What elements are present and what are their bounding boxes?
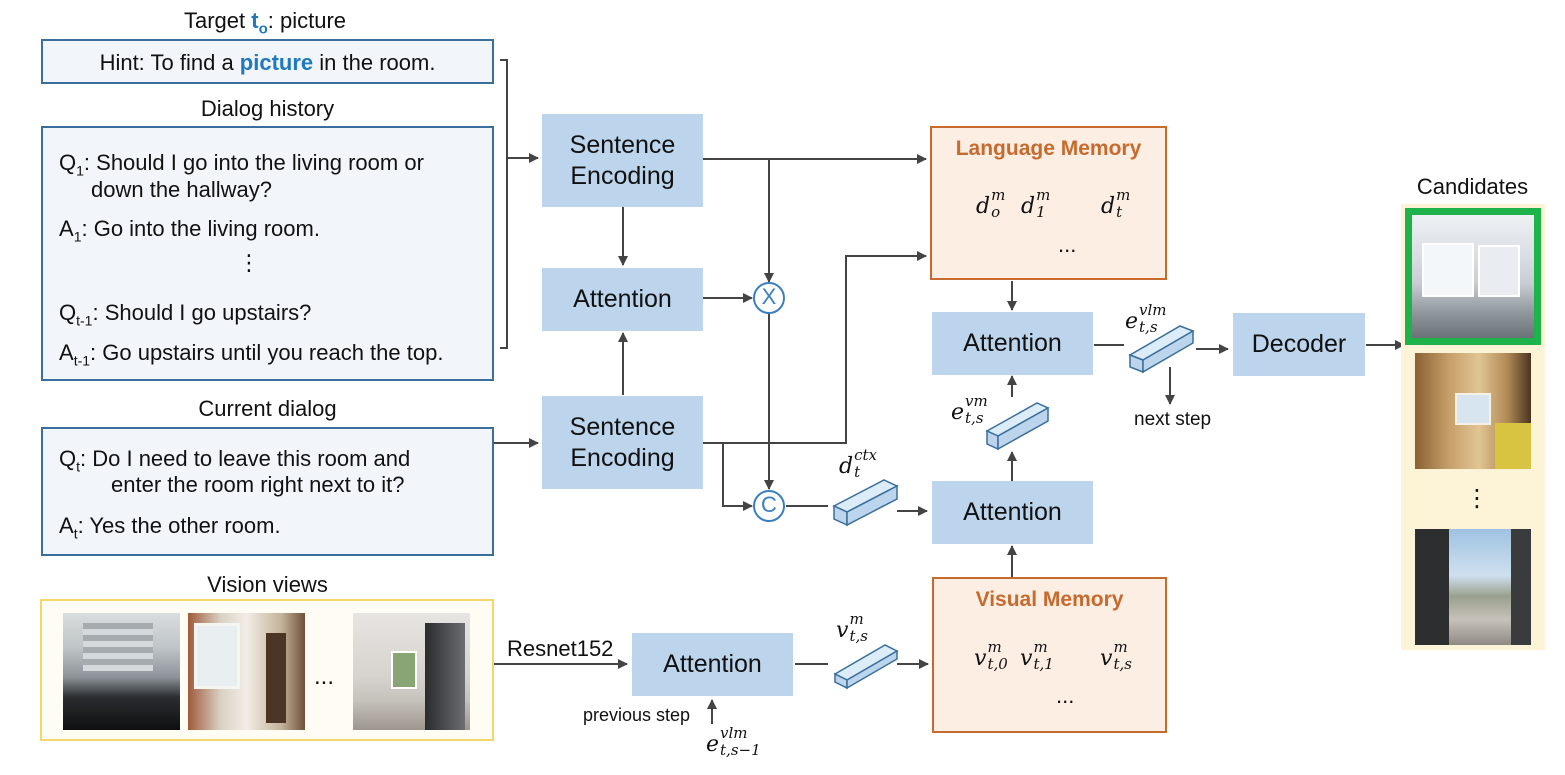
dialog-history-title: Dialog history	[200, 96, 335, 121]
sentence-encoding-history: Sentence Encoding	[542, 114, 703, 207]
multiply-symbol: X	[761, 284, 777, 309]
current-qt: Qt: Do I need to leave this room and	[59, 446, 411, 475]
multiply-operator	[753, 282, 785, 314]
attention-context: Attention	[932, 481, 1093, 544]
history-a1: A1: Go into the living room.	[59, 216, 320, 245]
vision-views-panel: ...	[40, 599, 494, 741]
history-qt1: Qt-1: Should I go upstairs?	[59, 300, 312, 329]
vision-photo-1	[63, 613, 180, 730]
history-ellipsis: ⋮	[238, 250, 260, 275]
vts-vector-bar	[833, 644, 899, 690]
concat-symbol: C	[761, 492, 777, 517]
attention-dialog: Attention	[542, 268, 703, 331]
current-dialog-panel: Qt: Do I need to leave this room and ent…	[41, 427, 494, 556]
target-label: Target to: picture	[183, 8, 347, 38]
vision-photo-3	[353, 613, 470, 730]
candidates-ellipsis: ⋮	[1465, 485, 1489, 512]
evm-vector-bar	[985, 402, 1050, 451]
concat-operator	[753, 490, 785, 522]
ctx-vector-bar	[832, 479, 899, 527]
language-memory-title: Language Memory	[955, 137, 1142, 160]
candidates-title: Candidates	[1416, 174, 1529, 199]
evlm-vector-bar	[1128, 325, 1195, 374]
previous-step-label: previous step	[583, 705, 691, 725]
candidates-panel: ⋮	[1401, 204, 1545, 650]
dialog-history-panel: Q1: Should I go into the living room or …	[41, 126, 494, 381]
history-q1: Q1: Should I go into the living room or	[59, 150, 424, 179]
current-qt-cont: enter the room right next to it?	[111, 472, 405, 497]
language-memory-box: Language Memory ...	[930, 126, 1167, 280]
vision-ellipsis: ...	[314, 663, 335, 690]
history-at1: At-1: Go upstairs until you reach the to…	[59, 340, 444, 369]
current-at: At: Yes the other room.	[59, 513, 281, 542]
visual-memory-title: Visual Memory	[975, 588, 1124, 611]
candidate-selected[interactable]	[1405, 208, 1541, 345]
sentence-encoding-current: Sentence Encoding	[542, 396, 703, 489]
attention-language-memory: Attention	[932, 312, 1093, 375]
next-step-label: next step	[1134, 409, 1212, 430]
decoder-box: Decoder	[1233, 313, 1365, 376]
vector-bars	[832, 325, 1195, 690]
hint-text: Hint: To find a picture in the room.	[99, 50, 436, 75]
hint-panel: Hint: To find a picture in the room.	[41, 39, 494, 84]
candidate-2[interactable]	[1415, 353, 1531, 469]
visual-memory-box: Visual Memory ...	[932, 577, 1167, 733]
language-memory-dots: ...	[1058, 232, 1077, 257]
visual-memory-dots: ...	[1056, 683, 1075, 708]
current-dialog-title: Current dialog	[198, 396, 337, 421]
vision-views-title: Vision views	[207, 572, 328, 597]
vision-photo-2	[188, 613, 305, 730]
candidate-3[interactable]	[1415, 529, 1531, 645]
attention-vision: Attention	[632, 633, 793, 696]
history-q1-cont: down the hallway?	[91, 177, 273, 202]
resnet-label: Resnet152	[507, 636, 614, 661]
